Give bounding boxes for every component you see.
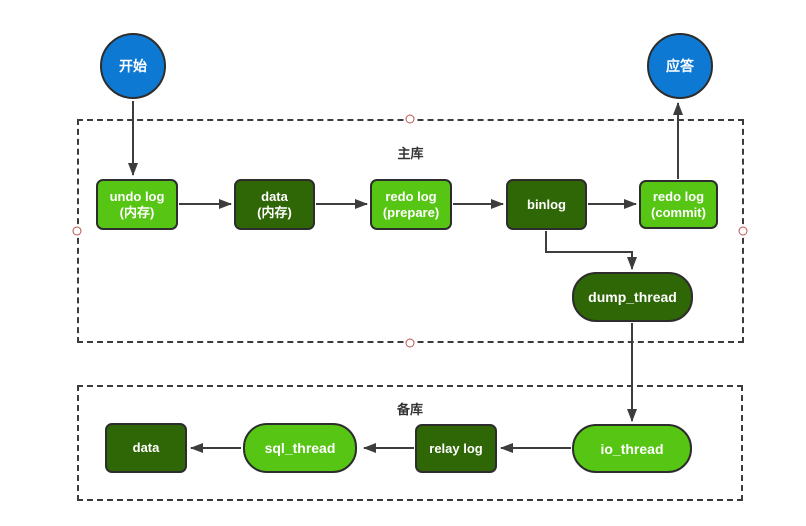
group-secondary-db-label: 备库	[396, 402, 423, 417]
node-relay-log[interactable]: relay log	[415, 424, 497, 473]
group-secondary-db[interactable]	[77, 385, 743, 501]
ack-node-label: 应答	[666, 58, 694, 74]
node-undo-log[interactable]: undo log (内存)	[96, 179, 178, 230]
node-relay-log-label: relay log	[429, 440, 483, 456]
connection-point-bottom[interactable]	[405, 338, 415, 348]
node-data-memory[interactable]: data (内存)	[234, 179, 315, 230]
node-undo-log-label: undo log (内存)	[109, 188, 165, 220]
node-dump-thread[interactable]: dump_thread	[572, 272, 693, 322]
node-redo-log-commit-label: redo log (commit)	[651, 188, 706, 220]
node-data-replica-label: data	[132, 440, 160, 455]
ack-node[interactable]: 应答	[647, 33, 713, 99]
group-primary-db-label: 主库	[397, 146, 424, 161]
node-sql-thread[interactable]: sql_thread	[243, 423, 357, 473]
node-io-thread[interactable]: io_thread	[572, 424, 692, 473]
node-io-thread-label: io_thread	[600, 440, 664, 457]
node-data-memory-label: data (内存)	[257, 188, 292, 220]
connection-point-right[interactable]	[738, 226, 748, 236]
node-redo-log-prepare-label: redo log (prepare)	[382, 188, 440, 220]
connection-point-top[interactable]	[405, 114, 415, 124]
node-binlog[interactable]: binlog	[506, 179, 587, 230]
connection-point-left[interactable]	[72, 226, 82, 236]
node-data-replica[interactable]: data	[105, 423, 187, 473]
start-node-label: 开始	[119, 58, 147, 74]
node-binlog-label: binlog	[527, 196, 566, 212]
node-sql-thread-label: sql_thread	[264, 440, 336, 456]
start-node[interactable]: 开始	[100, 33, 166, 99]
node-dump-thread-label: dump_thread	[588, 289, 677, 305]
node-redo-log-commit[interactable]: redo log (commit)	[639, 180, 718, 229]
node-redo-log-prepare[interactable]: redo log (prepare)	[370, 179, 452, 230]
